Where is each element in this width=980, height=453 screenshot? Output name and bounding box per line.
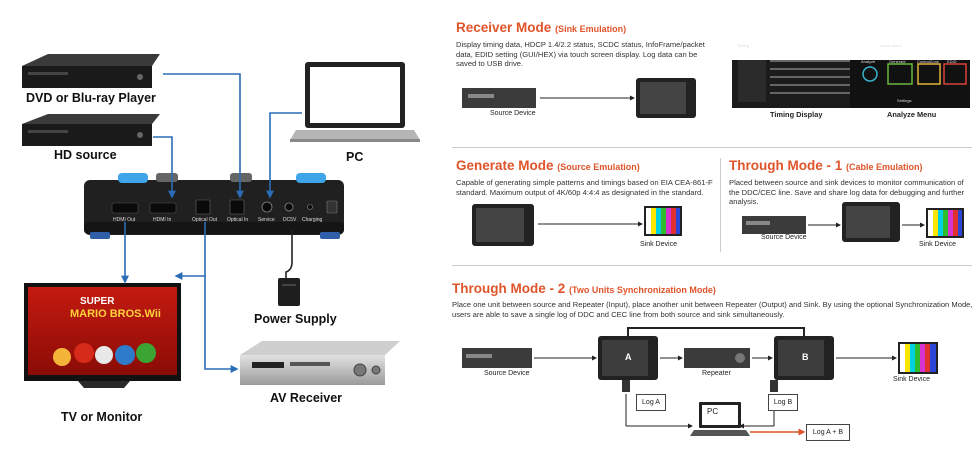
through1-sink-label: Sink Device: [919, 241, 956, 248]
pc-text: PC: [707, 407, 719, 416]
analyze-menu-header: Home Menu: [880, 43, 902, 48]
through-mode-1-graphic: [742, 202, 964, 242]
through-mode-1-title-text: Through Mode - 1: [729, 158, 843, 173]
through-mode-2-title: Through Mode - 2 (Two Units Synchronizat…: [452, 281, 716, 296]
dvd-player-icon: [22, 54, 160, 88]
analyze-menu-caption: Analyze Menu: [887, 110, 937, 119]
receiver-source-label: Source Device: [490, 110, 536, 117]
through1-source-label: Source Device: [761, 234, 807, 241]
through-mode-1-description: Placed between source and sink devices t…: [729, 178, 965, 207]
repeater-label: Repeater: [702, 370, 731, 377]
tv-monitor-icon: [24, 283, 181, 388]
analyzer-tablet-icon: [842, 202, 900, 242]
analyze-menu-footer: Settings: [897, 98, 912, 103]
dvd-label: DVD or Blu-ray Player: [26, 91, 156, 105]
port-label: Charging: [302, 217, 323, 223]
analyze-menu-item: EDID: [947, 59, 957, 64]
port-label: Optical In: [227, 217, 249, 223]
analyze-menu-item: Generate: [889, 59, 906, 64]
through-mode-2-subtitle: (Two Units Synchronization Mode): [569, 285, 716, 295]
generate-mode-title: Generate Mode (Source Emulation): [456, 158, 640, 173]
generate-mode-graphic: [472, 204, 682, 246]
generate-sink-label: Sink Device: [640, 241, 677, 248]
tv-screen-title-2: MARIO BROS.Wii: [70, 308, 161, 320]
repeater-icon: [684, 348, 750, 368]
laptop-pc-icon: [290, 62, 420, 142]
analyzer-tablet-icon: [636, 78, 696, 118]
port-label: Optical Out: [192, 217, 218, 223]
log-ab-box: Log A + B: [806, 424, 850, 441]
analyzer-tablet-b-icon: [774, 336, 834, 380]
section-divider: [452, 147, 972, 148]
hd-source-label: HD source: [54, 148, 117, 162]
port-label: Service: [258, 217, 275, 223]
sink-monitor-icon: [926, 208, 964, 238]
through2-source-label: Source Device: [484, 370, 530, 377]
sync-cable: [627, 327, 805, 336]
source-device-icon: [742, 216, 806, 234]
port-label: HDMI In: [153, 217, 172, 223]
source-device-icon: [462, 348, 532, 368]
timing-display-caption: Timing Display: [770, 110, 823, 119]
generate-mode-subtitle: (Source Emulation): [557, 162, 640, 172]
sink-monitor-icon: [644, 206, 682, 236]
analyze-menu-item: Analyze: [861, 59, 876, 64]
analyzer-device-icon: [84, 173, 344, 239]
pc-label: PC: [346, 150, 364, 164]
tv-screen-title-1: SUPER: [80, 296, 115, 307]
source-device-icon: [462, 88, 536, 108]
through-mode-1-title: Through Mode - 1 (Cable Emulation): [729, 158, 923, 173]
timing-display-screenshot: [732, 60, 856, 108]
section-divider: [452, 265, 972, 266]
av-receiver-label: AV Receiver: [270, 391, 343, 405]
connection-diagram: [22, 54, 420, 388]
receiver-mode-title-text: Receiver Mode: [456, 20, 552, 35]
hd-source-icon: [22, 114, 160, 146]
usb-drive-icon: [622, 380, 778, 392]
log-a-box: Log A: [636, 394, 666, 411]
unit-b-label: B: [802, 352, 809, 362]
timing-header: Timing: [737, 43, 749, 48]
through-mode-2-title-text: Through Mode - 2: [452, 281, 566, 296]
connection-arrows: [121, 73, 302, 373]
analyzer-tablet-icon: [472, 204, 534, 246]
port-label: DC5V: [283, 217, 297, 223]
through-mode-2-graphic: [462, 327, 938, 436]
receiver-mode-title: Receiver Mode (Sink Emulation): [456, 20, 626, 35]
analyze-menu-item: ControlZone: [917, 59, 940, 64]
unit-a-label: A: [625, 352, 632, 362]
tv-label: TV or Monitor: [61, 410, 143, 424]
receiver-mode-description: Display timing data, HDCP 1.4/2.2 status…: [456, 40, 705, 69]
through2-sink-label: Sink Device: [893, 376, 930, 383]
through-mode-2-description: Place one unit between source and Repeat…: [452, 300, 973, 319]
analyze-menu-screenshot: [850, 60, 970, 108]
section-divider: [720, 158, 721, 252]
av-receiver-icon: [240, 341, 400, 385]
through-mode-1-subtitle: (Cable Emulation): [846, 162, 923, 172]
laptop-pc-icon: [690, 402, 750, 436]
sink-monitor-icon: [898, 342, 938, 374]
power-supply-label: Power Supply: [254, 312, 337, 326]
power-adapter-icon: [278, 230, 300, 306]
analyzer-tablet-a-icon: [598, 336, 658, 380]
log-b-box: Log B: [768, 394, 798, 411]
receiver-mode-subtitle: (Sink Emulation): [555, 24, 627, 34]
port-label: HDMI Out: [113, 217, 136, 223]
receiver-mode-graphic: [462, 60, 970, 118]
generate-mode-description: Capable of generating simple patterns an…: [456, 178, 713, 197]
generate-mode-title-text: Generate Mode: [456, 158, 554, 173]
